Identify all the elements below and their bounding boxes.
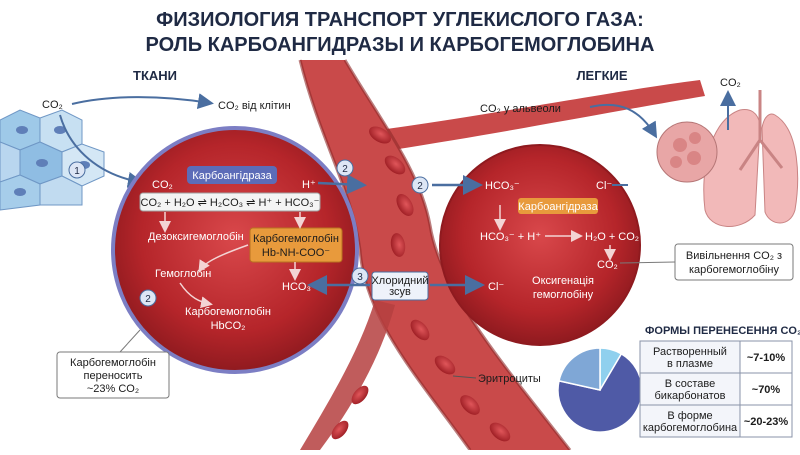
co2-alveoli-arrow — [589, 103, 658, 139]
tissue-co2-left: CO₂ — [42, 99, 63, 111]
tissue-hco3-label: HCO₃⁻ — [282, 281, 317, 293]
tissue-h-plus: H⁺ — [302, 179, 316, 191]
lung-cl-bottom: Cl⁻ — [488, 281, 504, 293]
oxygenation-line2: гемоглобіну — [533, 289, 594, 301]
forms-row-3-label1: В форме — [667, 410, 712, 422]
lung-reaction-left: HCO₃⁻ + H⁺ — [480, 231, 541, 243]
tissue-enzyme-label: Карбоангідраза — [192, 170, 272, 182]
oxygenation-line1: Оксигенація — [532, 275, 594, 287]
svg-text:2: 2 — [145, 294, 151, 305]
forms-pie-chart — [557, 347, 643, 433]
step-badge: 1 — [68, 161, 86, 179]
tissue-callout-line2: переносить — [84, 370, 143, 382]
tissue-enzyme-badge — [187, 166, 277, 184]
chloride-shift-box — [371, 271, 429, 301]
erythrocytes-label: Эритроциты — [478, 373, 541, 385]
step-badge: 2 — [139, 289, 157, 307]
pie-slice-2 — [557, 352, 643, 433]
co2-from-cells-arrow — [71, 93, 214, 110]
svg-text:3: 3 — [357, 272, 363, 283]
title-line-1: ФИЗИОЛОГИЯ ТРАНСПОРТ УГЛЕКИСЛОГО ГАЗА: — [156, 9, 644, 31]
chloride-shift-line1: Хлоридний — [371, 275, 428, 287]
carbhb-box-title: Карбогемоглобін — [253, 233, 339, 245]
co2-alveoli-label: CO₂ у альвеоли — [480, 103, 561, 115]
tissue-callout-box — [56, 351, 170, 399]
lung-co2-inner: CO₂ — [597, 259, 618, 271]
carbhb-to-hb-arrow — [198, 244, 249, 273]
forms-row-1-value: ~7-10% — [747, 352, 785, 364]
tissue-equation: CO₂ + H₂O ⇌ H₂CO₃ ⇌ H⁺ + HCO₃⁻ — [141, 197, 320, 209]
title-line-2: РОЛЬ КАРБОАНГИДРАЗЫ И КАРБОГЕМОГЛОБИНА — [146, 34, 655, 56]
lung-cl-label: Cl⁻ — [596, 180, 612, 192]
svg-text:2: 2 — [342, 164, 348, 175]
step-badge: 2 — [411, 176, 429, 194]
erythrocytes-leader — [452, 375, 477, 379]
lung-reaction-right: H₂O + CO₂ — [585, 231, 639, 243]
forms-row-3-label2: карбогемоглобина — [643, 422, 738, 434]
forms-row-2-label2: бикарбонатов — [655, 390, 726, 402]
lung-co2-label: CO₂ — [720, 77, 741, 89]
lung-erythrocyte — [439, 144, 641, 346]
carbhb-box-formula: Hb-NH-COO⁻ — [262, 247, 330, 259]
hb-to-carbhb-arrow — [179, 282, 213, 309]
forms-row-1-label1: Растворенный — [653, 346, 727, 358]
release-line2: карбогемоглобіну — [689, 264, 780, 276]
lung-hco3-label: HCO₃⁻ — [485, 180, 520, 192]
h-plus-out-arrow — [317, 174, 367, 195]
lung-header: ЛЕГКИЕ — [576, 68, 627, 83]
blood-vessel — [298, 59, 705, 451]
forms-row-1-label-cell — [639, 340, 741, 374]
hemoglobin-label: Гемоглобін — [155, 268, 211, 280]
svg-text:2: 2 — [417, 181, 423, 192]
hbco2-label: HbCO₂ — [211, 320, 246, 332]
forms-row-1-label2: в плазме — [667, 358, 713, 370]
lung-enzyme-badge — [518, 198, 598, 214]
tissue-co2-in: CO₂ — [152, 179, 173, 191]
forms-row-3-value: ~20-23% — [744, 416, 789, 428]
forms-title: ФОРМЫ ПЕРЕНЕСЕННЯ CO₂ — [645, 325, 800, 337]
step-badge: 2 — [336, 159, 354, 177]
carbhb-bottom-label: Карбогемоглобін — [185, 306, 271, 318]
tissue-callout-line3: ~23% CO₂ — [87, 383, 139, 395]
step-badge: 3 — [351, 267, 369, 285]
lungs-illustration — [656, 90, 799, 227]
forms-row-2-label1: В составе — [665, 378, 716, 390]
svg-text:1: 1 — [74, 166, 80, 177]
release-line1: Вивільнення CO₂ з — [686, 250, 782, 262]
forms-row-2-value: ~70% — [752, 384, 781, 396]
tissue-callout-leader — [119, 329, 141, 353]
forms-row-3-value-cell — [739, 404, 793, 438]
co2-into-cell-arrow — [59, 114, 144, 188]
deoxyhemoglobin-label: Дезоксигемоглобін — [148, 231, 244, 243]
tissue-equation-box — [139, 192, 321, 212]
tissue-callout-line1: Карбогемоглобін — [70, 357, 156, 369]
chloride-shift-line2: зсув — [389, 286, 411, 298]
forms-table: Растворенный в плазме ~7-10% В составе б… — [639, 340, 793, 438]
co2-from-cells-label: CO₂ від клітин — [218, 100, 291, 112]
pie-slice-3 — [558, 347, 601, 391]
vessel-erythrocytes — [331, 126, 511, 442]
tissue-header: ТКАНИ — [133, 68, 177, 83]
forms-row-3-label-cell — [639, 404, 741, 438]
release-leader — [619, 261, 676, 264]
lung-enzyme-label: Карбоангідраза — [518, 201, 598, 213]
